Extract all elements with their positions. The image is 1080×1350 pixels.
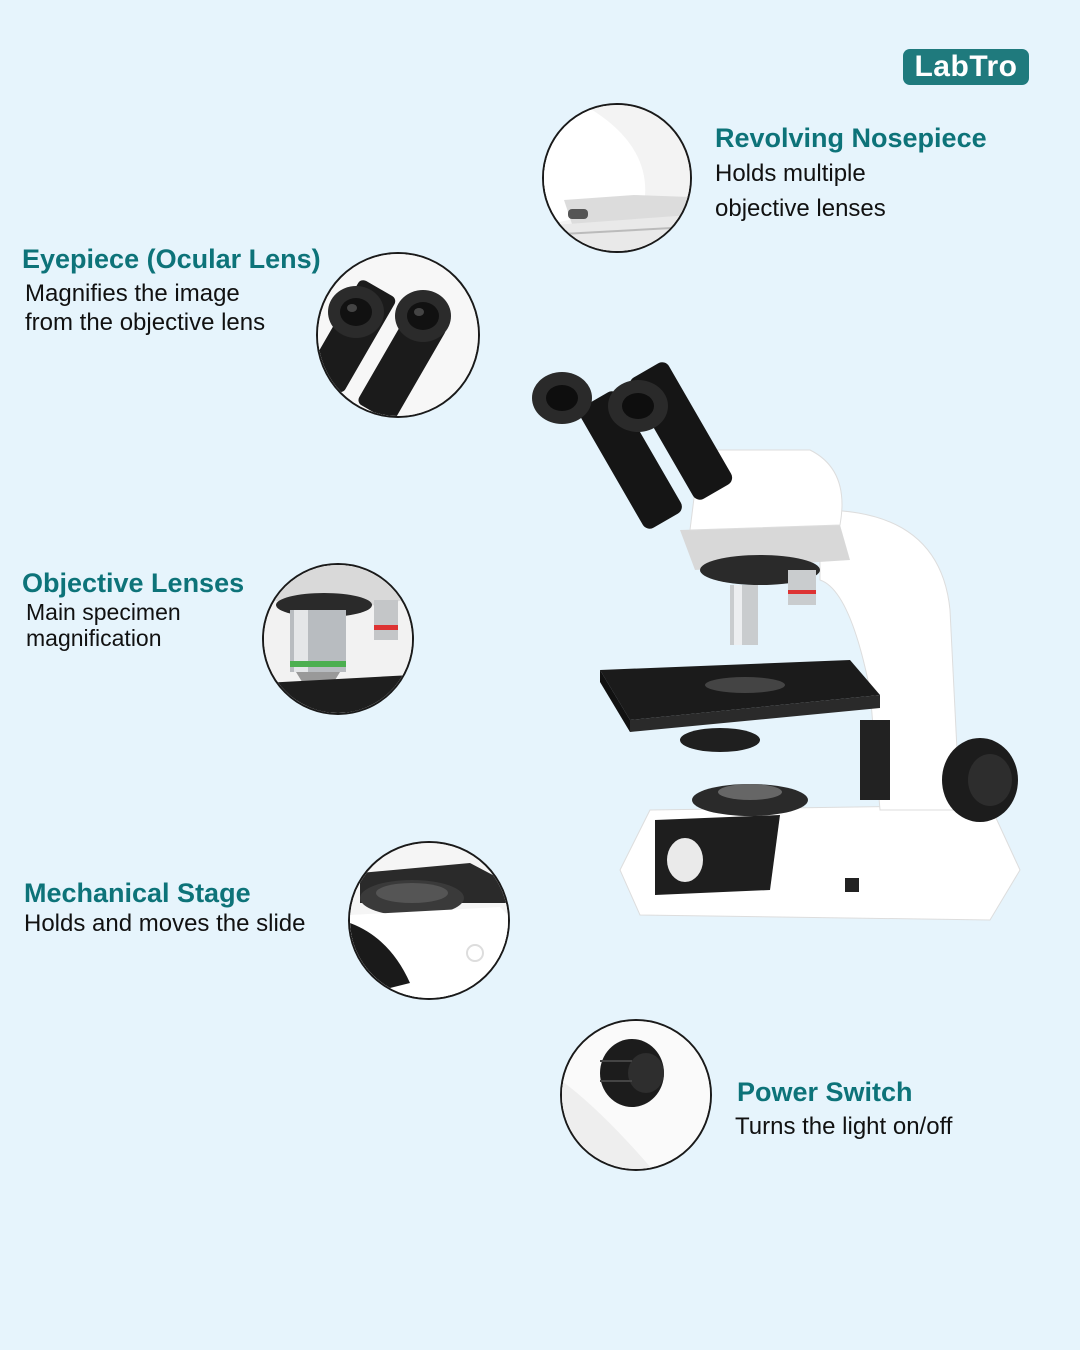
nosepiece-zoom-image [542, 103, 692, 253]
part-title: Objective Lenses [22, 568, 245, 598]
label-eyepiece: Eyepiece (Ocular Lens) Magnifies the ima… [22, 243, 321, 337]
label-mechanical-stage: Mechanical Stage Holds and moves the sli… [24, 877, 305, 939]
part-description: Turns the light on/off [735, 1113, 953, 1140]
part-description: Main specimen magnification [26, 599, 181, 651]
part-title: Revolving Nosepiece [715, 123, 987, 153]
microscope-image [520, 360, 1060, 1000]
part-description: Magnifies the image from the objective l… [25, 280, 266, 336]
power-switch-zoom-image [560, 1019, 712, 1171]
label-power-switch: Power Switch Turns the light on/off [735, 1076, 953, 1142]
part-title: Eyepiece (Ocular Lens) [22, 244, 321, 274]
stage-zoom-image [348, 841, 510, 1000]
part-description: Holds and moves the slide [24, 910, 306, 937]
part-title: Mechanical Stage [24, 878, 251, 908]
part-description: Holds multiple objective lenses [715, 160, 886, 222]
eyepiece-zoom-image [316, 252, 480, 418]
labtro-logo: LabTro [903, 49, 1029, 85]
label-objective-lenses: Objective Lenses Main specimen magnifica… [22, 567, 244, 651]
objective-zoom-image [262, 563, 414, 715]
label-revolving-nosepiece: Revolving Nosepiece Holds multiple objec… [715, 122, 987, 226]
part-title: Power Switch [737, 1077, 913, 1107]
